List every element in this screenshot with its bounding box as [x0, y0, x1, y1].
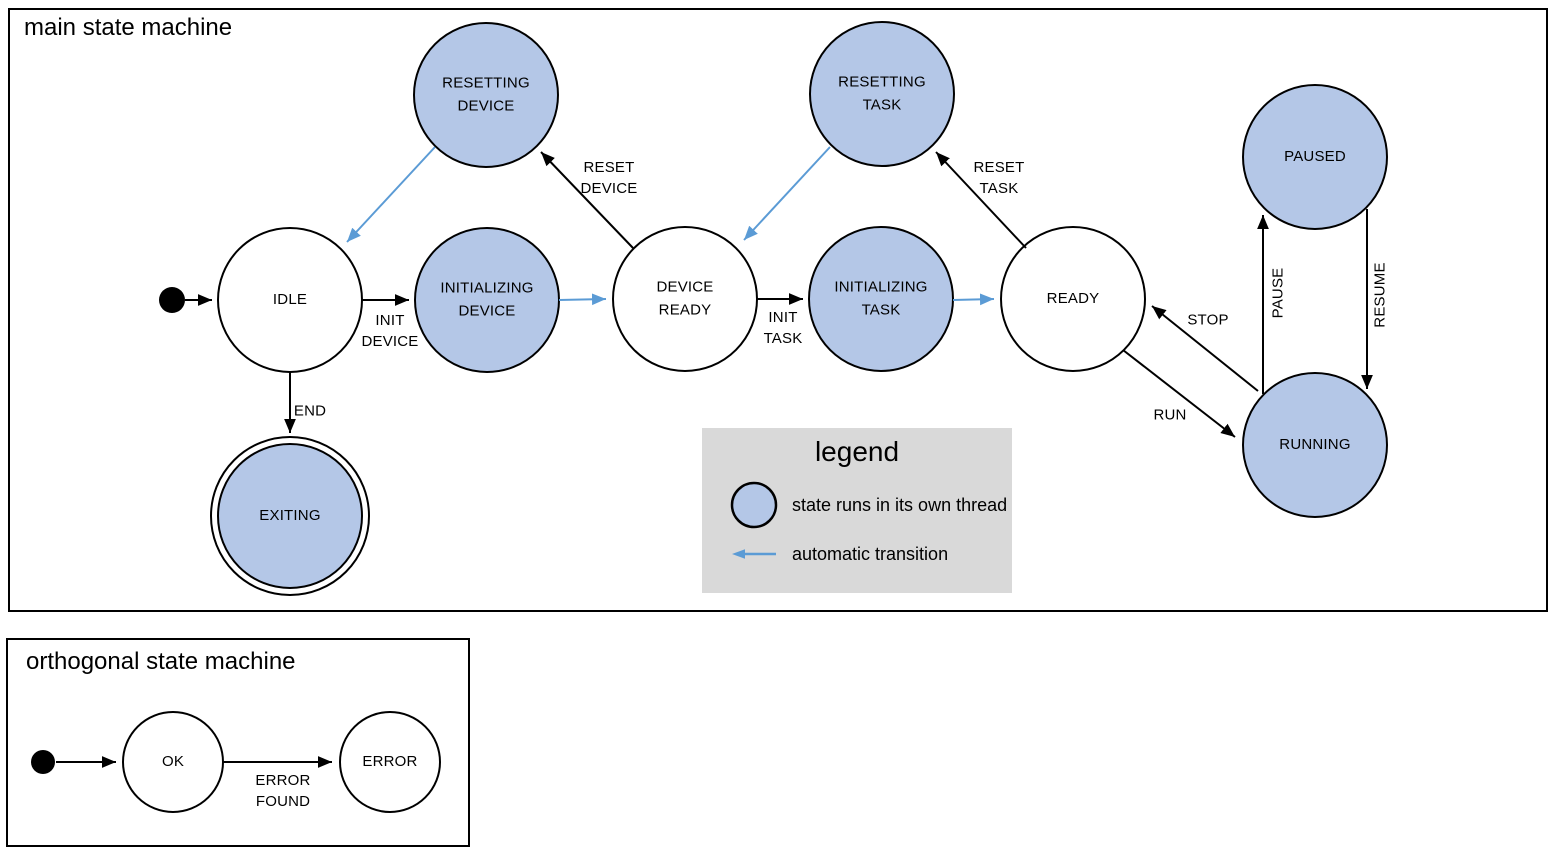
transition-label-resume: RESUME	[1371, 262, 1389, 328]
transition-label-end: END	[293, 402, 327, 420]
state-label-initializing-task: INITIALIZING TASK	[834, 278, 928, 319]
transition-label-reset-device: RESET DEVICE	[580, 159, 638, 197]
legend-panel: legend state runs in its own thread auto…	[702, 428, 1012, 593]
final-state-outer-ring-exiting	[210, 436, 370, 596]
legend-title: legend	[814, 436, 900, 467]
transition-reset-device	[540, 151, 634, 249]
state-circle-error	[339, 711, 441, 813]
state-label-ok: OK	[161, 752, 185, 770]
orthogonal-panel-title: orthogonal state machine	[26, 648, 296, 675]
legend-item-threaded-state: state runs in its own thread	[730, 479, 1012, 531]
state-label-device-ready: DEVICE READY	[656, 278, 714, 319]
transition-label-pause: PAUSE	[1269, 267, 1287, 319]
auto-transition-resetting-task-to-device-ready	[743, 146, 831, 241]
state-circle-running	[1242, 372, 1388, 518]
initial-state-dot	[159, 287, 185, 313]
state-circle-paused	[1242, 84, 1388, 230]
state-label-paused: PAUSED	[1284, 147, 1346, 165]
transition-reset-task	[935, 151, 1027, 249]
auto-transition-resetting-device-to-idle	[346, 146, 436, 243]
legend-item-automatic-transition: automatic transition	[730, 539, 1012, 569]
transition-label-error-found: ERROR FOUND	[255, 772, 311, 810]
automatic-transition-arrow-icon	[730, 547, 778, 561]
state-label-error: ERROR	[362, 752, 418, 770]
auto-transition-initializing-task-to-ready	[952, 293, 995, 306]
state-label-resetting-device: RESETTING DEVICE	[442, 74, 530, 115]
state-circle-exiting	[217, 443, 363, 589]
transition-label-run: RUN	[1153, 406, 1187, 424]
main-panel-title: main state machine	[24, 14, 233, 41]
auto-transition-initializing-device-to-device-ready	[558, 293, 607, 306]
main-state-machine-panel	[8, 8, 1548, 612]
transition-label-init-device: INIT DEVICE	[361, 312, 419, 350]
state-circle-resetting-task	[809, 21, 955, 167]
state-label-initializing-device: INITIALIZING DEVICE	[440, 279, 534, 320]
state-label-running: RUNNING	[1279, 435, 1351, 453]
state-circle-resetting-device	[413, 22, 559, 168]
state-label-ready: READY	[1046, 289, 1100, 307]
state-label-idle: IDLE	[272, 290, 308, 308]
state-circle-ready	[1000, 226, 1146, 372]
transition-label-stop: STOP	[1187, 311, 1229, 329]
transition-stop	[1151, 305, 1259, 392]
threaded-state-icon	[730, 481, 778, 529]
initial-state-dot-orthogonal	[31, 750, 55, 774]
state-label-resetting-task: RESETTING TASK	[838, 73, 926, 114]
legend-item-label: automatic transition	[792, 543, 949, 564]
transition-label-init-task: INIT TASK	[763, 309, 803, 347]
legend-item-label: state runs in its own thread	[792, 494, 1008, 515]
orthogonal-state-machine-panel	[6, 638, 470, 847]
transition-label-reset-task: RESET TASK	[973, 159, 1025, 197]
state-label-exiting: EXITING	[259, 506, 321, 524]
transition-run	[1122, 349, 1236, 438]
